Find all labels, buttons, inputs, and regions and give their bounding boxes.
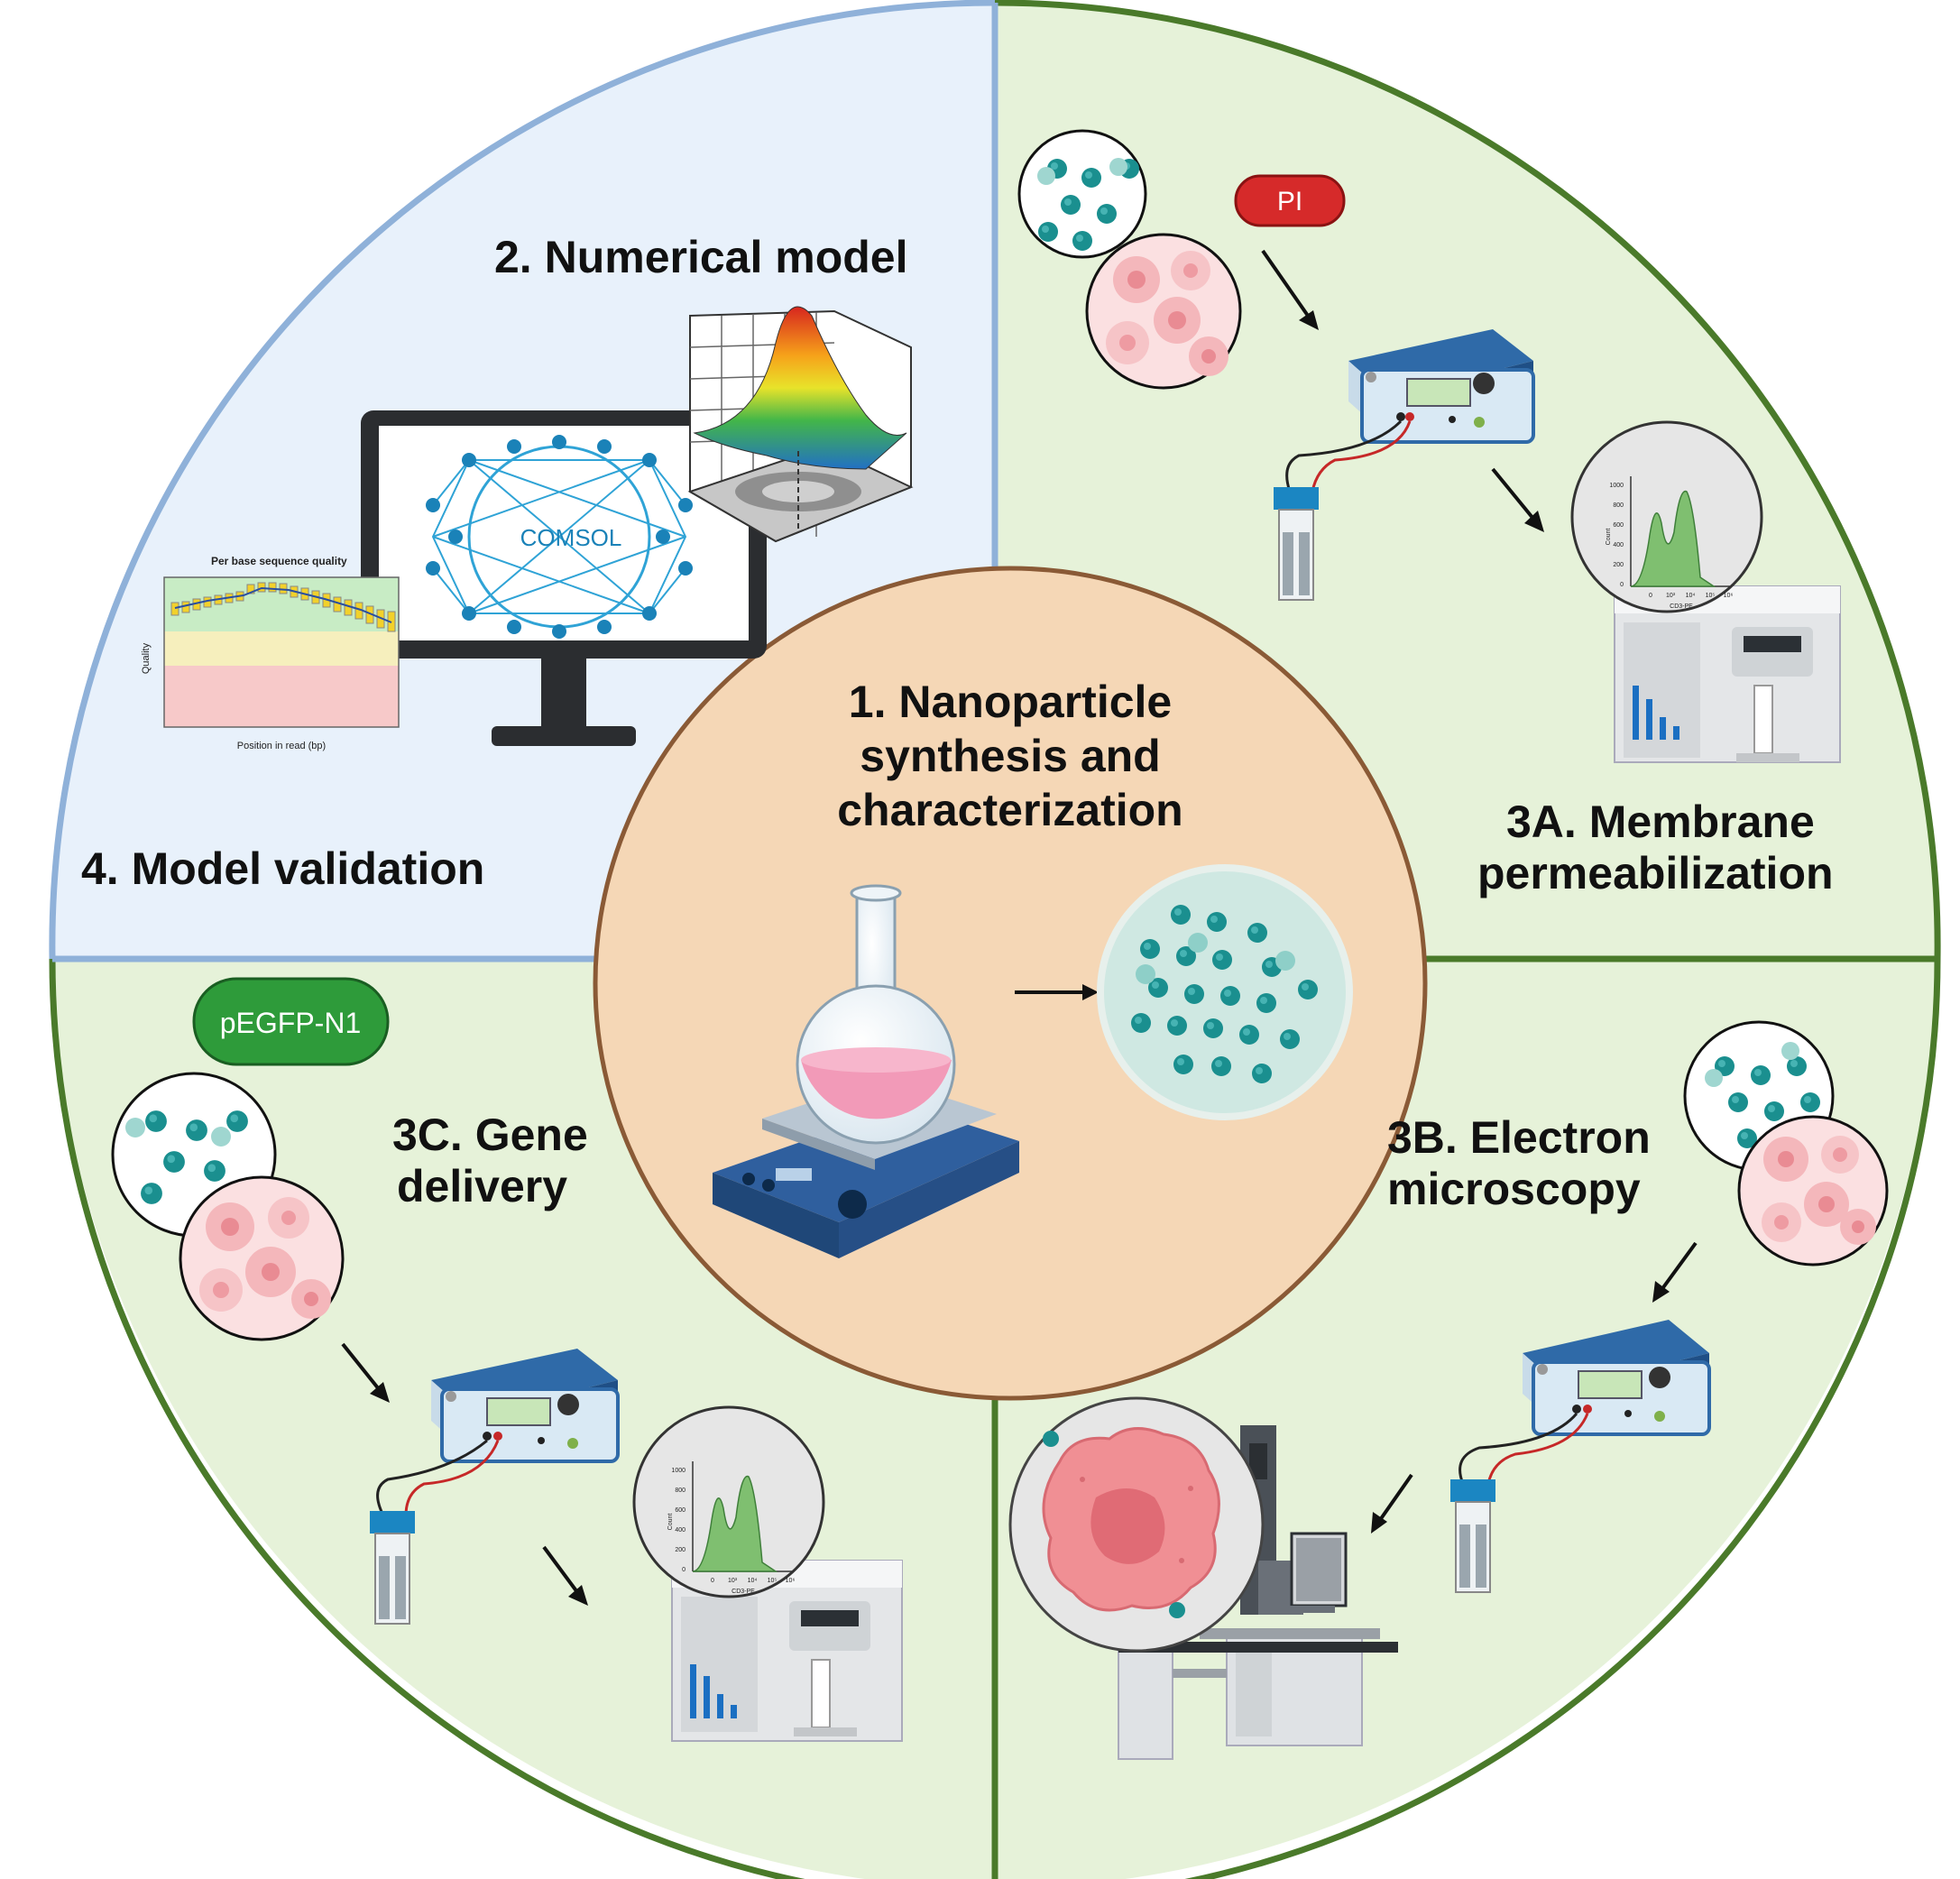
green-arc-border-bottom — [49, 958, 1941, 1879]
center-title-line2: synthesis and — [860, 731, 1160, 781]
membrane-arrow-1 — [1261, 249, 1310, 318]
membrane-section: PI — [1017, 129, 1841, 898]
gene-hist-xtick-2: 10⁴ — [748, 1578, 758, 1584]
membrane-hist-xtick-0: 0 — [1649, 593, 1652, 599]
gene-hist-xtick-0: 0 — [711, 1578, 714, 1584]
membrane-hist-ytick-0: 0 — [1620, 582, 1624, 588]
electron-cell-zoom — [1008, 1396, 1265, 1653]
membrane-hist-xtick-4: 10⁶ — [1724, 593, 1734, 599]
electron-microscope-icon — [1118, 1425, 1398, 1760]
electron-arrow-2-head — [1371, 1512, 1387, 1534]
comsol-label: COMSOL — [520, 524, 622, 551]
membrane-title-line1: 3A. Membrane — [1506, 797, 1815, 847]
quality-plot-xlabel: Position in read (bp) — [237, 741, 326, 751]
gene-cuvette-icon — [370, 1511, 415, 1625]
gene-hist-ylabel: Count — [667, 1514, 674, 1531]
membrane-hist-xlabel: CD3-PE — [1670, 603, 1693, 610]
quality-plot-mean-line — [174, 586, 392, 623]
gene-electroporator-icon — [431, 1349, 620, 1463]
blue-arc-border — [49, 0, 996, 960]
gene-hist-ytick-800: 800 — [675, 1488, 686, 1494]
3d-surface-plot-icon — [687, 306, 914, 543]
membrane-arrow-1-head — [1299, 310, 1319, 330]
gene-black-wire — [376, 1439, 488, 1516]
gene-hist-xlabel: CD3-PE — [732, 1589, 755, 1595]
gene-hist-xtick-3: 10⁵ — [768, 1578, 778, 1584]
membrane-cells-zoom — [1085, 233, 1242, 390]
gene-arrow-1 — [341, 1342, 381, 1391]
electron-arrow-2 — [1378, 1473, 1413, 1522]
gene-hist-ytick-600: 600 — [675, 1507, 686, 1514]
membrane-red-wire — [1311, 420, 1412, 493]
electron-red-wire — [1486, 1413, 1589, 1485]
membrane-np-zoom — [1017, 129, 1147, 259]
membrane-title-line2: permeabilization — [1477, 848, 1834, 898]
membrane-hist-ytick-400: 400 — [1613, 542, 1624, 548]
model-validation-section: Per base sequence quality Quality Positi… — [81, 555, 484, 894]
gene-title-line1: 3C. Gene — [392, 1110, 588, 1160]
membrane-hist-xtick-3: 10⁵ — [1706, 593, 1716, 599]
gene-red-wire — [404, 1440, 500, 1516]
electron-title-line2: microscopy — [1387, 1164, 1641, 1214]
quality-plot-ylabel: Quality — [141, 642, 152, 674]
membrane-hist-ytick-200: 200 — [1613, 562, 1624, 568]
electron-electroporator-icon — [1523, 1320, 1711, 1436]
center-title-line1: 1. Nanoparticle — [849, 677, 1172, 727]
electron-microscopy-section: 3B. Electron microscopy — [1008, 1020, 1889, 1760]
gene-delivery-section: pEGFP-N1 3C. Gene delivery — [111, 977, 903, 1742]
gene-hist-ytick-1000: 1000 — [671, 1468, 686, 1474]
membrane-hist-xtick-2: 10⁴ — [1686, 593, 1696, 599]
membrane-flow-cytometer-icon — [1614, 585, 1841, 763]
round-bottom-flask-icon — [796, 884, 956, 1145]
center-synthesis: 1. Nanoparticle synthesis and characteri… — [593, 566, 1428, 1446]
gene-histogram-zoom: 1000 800 600 400 200 0 Count 0 10³ 10⁴ 1… — [632, 1405, 825, 1598]
electron-arrow-1-head — [1652, 1281, 1670, 1303]
gene-arrow-1-head — [370, 1382, 390, 1403]
membrane-cuvette-icon — [1274, 487, 1319, 601]
pi-tag — [1234, 174, 1346, 227]
quality-plot-title: Per base sequence quality — [211, 555, 347, 567]
numerical-model-title: 2. Numerical model — [494, 232, 908, 282]
gene-arrow-2-head — [568, 1585, 588, 1606]
electron-cuvette-icon — [1450, 1479, 1495, 1593]
gene-hist-xtick-4: 10⁶ — [786, 1578, 796, 1584]
pi-tag-label: PI — [1277, 187, 1302, 216]
hotplate-stirrer-icon — [713, 1078, 1019, 1446]
membrane-black-wire — [1285, 419, 1403, 493]
center-arrow-head — [1082, 984, 1099, 1000]
gene-title-line2: delivery — [397, 1161, 567, 1211]
electron-title-line1: 3B. Electron — [1387, 1112, 1651, 1163]
pegfp-tag — [192, 977, 390, 1066]
quality-plot-frame — [163, 576, 400, 728]
gene-hist-xtick-1: 10³ — [728, 1578, 738, 1584]
green-arc-border-top-right — [994, 0, 1941, 960]
membrane-histogram-zoom: 1000 800 600 400 200 0 Count 0 10³ 10⁴ 1… — [1570, 420, 1763, 613]
model-validation-title: 4. Model validation — [81, 843, 484, 894]
electron-black-wire — [1458, 1413, 1578, 1485]
membrane-electroporator-icon — [1348, 329, 1535, 444]
electron-cells-zoom — [1737, 1115, 1889, 1266]
gene-hist-ytick-400: 400 — [675, 1527, 686, 1534]
center-title-line3: characterization — [837, 785, 1182, 835]
quality-plot-poor-band — [164, 666, 399, 727]
membrane-arrow-2 — [1491, 467, 1535, 520]
membrane-arrow-2-head — [1524, 511, 1544, 532]
gene-arrow-2 — [542, 1545, 579, 1594]
nanoparticle-zoom-circle — [1097, 864, 1353, 1120]
pegfp-tag-label: pEGFP-N1 — [220, 1007, 361, 1039]
membrane-hist-xtick-1: 10³ — [1666, 593, 1676, 599]
numerical-model-section: 2. Numerical model COMSOL — [361, 232, 914, 746]
membrane-hist-ylabel: Count — [1606, 529, 1612, 546]
membrane-hist-ytick-600: 600 — [1613, 522, 1624, 529]
gene-cells-zoom — [179, 1175, 345, 1341]
comsol-network-nodes — [426, 435, 693, 639]
gene-hist-ytick-0: 0 — [682, 1567, 686, 1573]
quality-plot-mid-band — [164, 631, 399, 666]
membrane-hist-ytick-1000: 1000 — [1609, 483, 1624, 489]
gene-hist-ytick-200: 200 — [675, 1547, 686, 1553]
electron-arrow-1 — [1660, 1241, 1698, 1292]
membrane-hist-ytick-800: 800 — [1613, 502, 1624, 509]
